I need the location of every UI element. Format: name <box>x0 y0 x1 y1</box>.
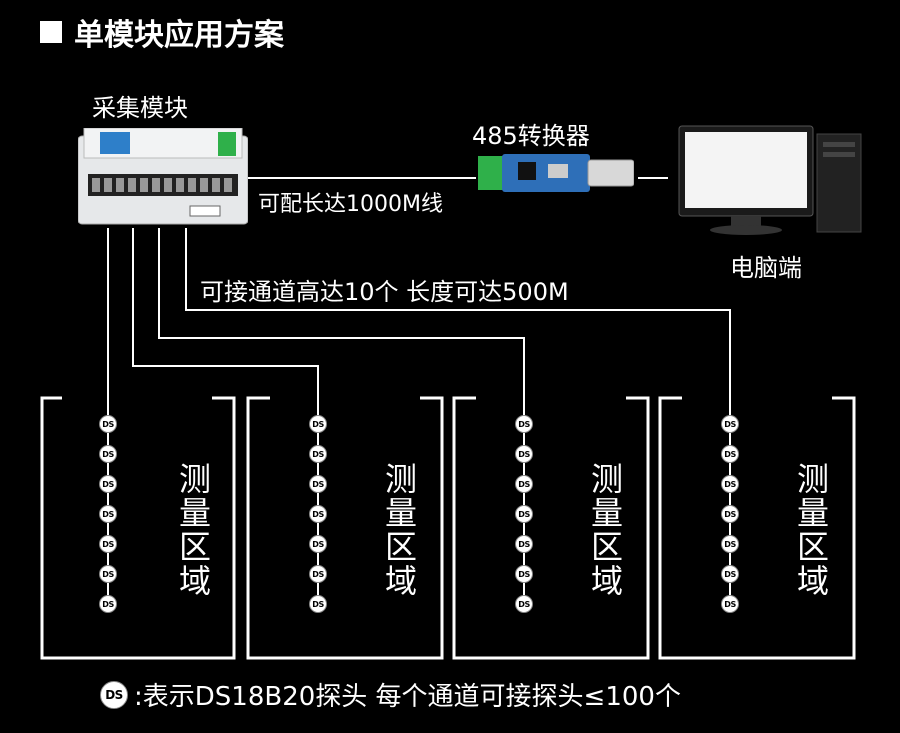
ds-probe-icon: DS <box>721 595 739 613</box>
zone-label-4: 测量区域 <box>796 460 829 600</box>
ds-probe-icon: DS <box>721 475 739 493</box>
ds-probe-icon: DS <box>721 445 739 463</box>
zone-bracket-4 <box>658 396 856 660</box>
converter-label: 485转换器 <box>472 122 590 150</box>
rs485-converter-icon <box>478 154 634 192</box>
zone-bracket-2 <box>246 396 444 660</box>
ds-probe-icon: DS <box>309 595 327 613</box>
channel-wire-2 <box>132 228 319 420</box>
ds-probe-icon: DS <box>309 505 327 523</box>
ds-probe-icon: DS <box>99 535 117 553</box>
ds-probe-icon: DS <box>99 445 117 463</box>
ds-probe-icon: DS <box>309 415 327 433</box>
cable-label: 可配长达1000M线 <box>258 192 443 217</box>
ds-probe-icon: DS <box>99 415 117 433</box>
ds-probe-icon: DS <box>515 535 533 553</box>
ds-probe-icon: DS <box>721 535 739 553</box>
computer-icon <box>678 125 862 235</box>
legend: DS :表示DS18B20探头 每个通道可接探头≤100个 <box>100 676 681 713</box>
ds-probe-icon: DS <box>515 415 533 433</box>
zone-bracket-1 <box>40 396 236 660</box>
channel-wire-4 <box>185 228 731 420</box>
ds-probe-icon: DS <box>99 505 117 523</box>
ds-probe-icon: DS <box>515 505 533 523</box>
ds-probe-icon: DS <box>100 680 128 709</box>
pc-label: 电脑端 <box>730 254 802 282</box>
ds-probe-icon: DS <box>721 505 739 523</box>
zone-label-1: 测量区域 <box>178 460 211 600</box>
ds-probe-icon: DS <box>515 595 533 613</box>
ds-probe-icon: DS <box>515 565 533 583</box>
zone-bracket-3 <box>452 396 650 660</box>
ds-probe-icon: DS <box>515 475 533 493</box>
ds-probe-icon: DS <box>309 565 327 583</box>
legend-text: :表示DS18B20探头 每个通道可接探头≤100个 <box>134 682 681 712</box>
ds-probe-icon: DS <box>309 475 327 493</box>
ds-probe-icon: DS <box>309 445 327 463</box>
ds-probe-icon: DS <box>99 475 117 493</box>
channels-label: 可接通道高达10个 长度可达500M <box>200 278 569 306</box>
ds-probe-icon: DS <box>721 415 739 433</box>
acquisition-module-icon <box>78 128 248 225</box>
zone-label-2: 测量区域 <box>384 460 417 600</box>
ds-probe-icon: DS <box>99 595 117 613</box>
ds-probe-icon: DS <box>515 445 533 463</box>
module-label: 采集模块 <box>92 94 188 122</box>
ds-probe-icon: DS <box>99 565 117 583</box>
zone-label-3: 测量区域 <box>590 460 623 600</box>
ds-probe-icon: DS <box>309 535 327 553</box>
page-title: 单模块应用方案 <box>40 10 284 54</box>
title-square-icon <box>40 21 62 43</box>
title-text: 单模块应用方案 <box>74 18 284 53</box>
ds-probe-icon: DS <box>721 565 739 583</box>
channel-wire-3 <box>158 228 525 420</box>
